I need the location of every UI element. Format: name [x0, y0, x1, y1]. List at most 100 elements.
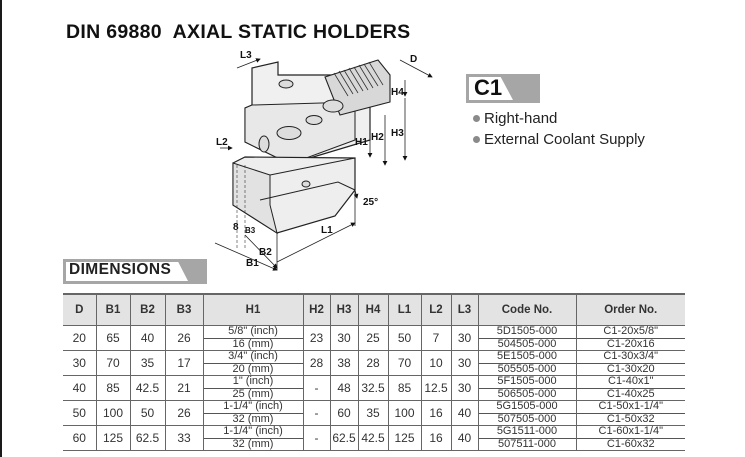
code-mm: 504505-000 — [497, 337, 557, 350]
cell-h1: 5/8" (inch)16 (mm) — [202, 325, 304, 351]
svg-text:L2: L2 — [216, 137, 228, 148]
col-header-h4: H4 — [357, 293, 389, 326]
cell-d: 60 — [63, 425, 97, 451]
cell-h1: 1-1/4" (inch)32 (mm) — [202, 425, 304, 451]
variant-tag-inner — [469, 77, 513, 100]
order-mm: C1-50x32 — [606, 412, 655, 425]
cell-l3: 30 — [450, 350, 479, 376]
cell-l1: 50 — [387, 325, 422, 351]
svg-text:25°: 25° — [363, 197, 378, 208]
code-inch: 5F1505-000 — [478, 375, 576, 389]
col-header-code: Code No. — [477, 293, 577, 326]
cell-h2: - — [302, 400, 331, 426]
feature-item: Right-hand — [473, 108, 645, 129]
cell-h3: 30 — [329, 325, 359, 351]
h1-mm: 32 (mm) — [232, 412, 274, 425]
cell-b1: 65 — [95, 325, 131, 351]
order-inch: C1-60x1-1/4" — [576, 425, 685, 439]
feature-label: Right-hand — [484, 110, 558, 127]
svg-text:H3: H3 — [391, 128, 404, 139]
svg-text:H4: H4 — [391, 87, 404, 98]
cell-order: C1-20x5/8"C1-20x16 — [575, 325, 685, 351]
cell-h1: 1" (inch)25 (mm) — [202, 375, 304, 401]
cell-b3: 21 — [164, 375, 204, 401]
svg-text:H1: H1 — [355, 137, 368, 148]
h1-inch: 1-1/4" (inch) — [203, 425, 303, 439]
cell-b2: 35 — [129, 350, 166, 376]
order-mm: C1-60x32 — [606, 437, 655, 450]
cell-l1: 125 — [387, 425, 422, 451]
cell-l3: 40 — [450, 425, 479, 451]
code-mm: 507505-000 — [497, 412, 557, 425]
dimensions-table: D B1 B2 B3 H1 H2 H3 H4 L1 L2 L3 Code No.… — [63, 293, 685, 451]
code-mm: 505505-000 — [497, 362, 557, 375]
svg-text:B1: B1 — [246, 258, 259, 269]
cell-l2: 7 — [420, 325, 452, 351]
tool-holder-drawing: L3 D H4 H1 H2 H3 L2 25° 8 B3 B2 B1 L1 — [214, 50, 433, 271]
col-header-d: D — [63, 293, 97, 326]
page-title: DIN 69880 AXIAL STATIC HOLDERS — [66, 21, 411, 43]
col-header-b1: B1 — [95, 293, 131, 326]
cell-b3: 17 — [164, 350, 204, 376]
cell-b3: 26 — [164, 325, 204, 351]
order-inch: C1-30x3/4" — [576, 350, 685, 364]
cell-h4: 35 — [357, 400, 389, 426]
svg-text:H2: H2 — [371, 132, 384, 143]
cell-l3: 40 — [450, 400, 479, 426]
cell-order: C1-60x1-1/4"C1-60x32 — [575, 425, 685, 451]
variant-code: C1 — [474, 75, 503, 100]
cell-h2: - — [302, 375, 331, 401]
h1-mm: 32 (mm) — [232, 437, 274, 450]
col-header-h2: H2 — [302, 293, 331, 326]
cell-d: 20 — [63, 325, 97, 351]
h1-mm: 25 (mm) — [232, 387, 274, 400]
cell-b2: 62.5 — [129, 425, 166, 451]
col-header-b2: B2 — [129, 293, 166, 326]
svg-text:L3: L3 — [240, 50, 252, 61]
h1-mm: 16 (mm) — [232, 337, 274, 350]
feature-list: Right-hand External Coolant Supply — [473, 108, 645, 150]
cell-b3: 33 — [164, 425, 204, 451]
order-inch: C1-20x5/8" — [576, 325, 685, 339]
table-row: 60 125 62.5 33 1-1/4" (inch)32 (mm) - 62… — [63, 425, 685, 451]
order-inch: C1-40x1" — [576, 375, 685, 389]
cell-h4: 42.5 — [357, 425, 389, 451]
col-header-h3: H3 — [329, 293, 359, 326]
table-header-row: D B1 B2 B3 H1 H2 H3 H4 L1 L2 L3 Code No.… — [63, 293, 685, 326]
code-inch: 5E1505-000 — [478, 350, 576, 364]
bullet-icon — [473, 115, 480, 122]
cell-b2: 50 — [129, 400, 166, 426]
cell-l2: 10 — [420, 350, 452, 376]
cell-order: C1-50x1-1/4"C1-50x32 — [575, 400, 685, 426]
svg-text:B3: B3 — [245, 226, 256, 235]
h1-mm: 20 (mm) — [232, 362, 274, 375]
h1-inch: 1" (inch) — [203, 375, 303, 389]
col-header-order: Order No. — [575, 293, 685, 326]
table-row: 20 65 40 26 5/8" (inch)16 (mm) 23 30 25 … — [63, 325, 685, 351]
order-mm: C1-40x25 — [606, 387, 655, 400]
svg-text:D: D — [410, 54, 417, 65]
cell-b3: 26 — [164, 400, 204, 426]
code-mm: 506505-000 — [497, 387, 557, 400]
cell-h3: 48 — [329, 375, 359, 401]
cell-l2: 16 — [420, 400, 452, 426]
cell-order: C1-30x3/4"C1-30x20 — [575, 350, 685, 376]
cell-h2: 28 — [302, 350, 331, 376]
cell-l1: 70 — [387, 350, 422, 376]
code-mm: 507511-000 — [498, 437, 556, 450]
cell-b1: 85 — [95, 375, 131, 401]
col-header-l1: L1 — [387, 293, 422, 326]
h1-inch: 5/8" (inch) — [203, 325, 303, 339]
code-inch: 5D1505-000 — [478, 325, 576, 339]
svg-text:8: 8 — [233, 222, 239, 233]
code-inch: 5G1511-000 — [478, 425, 576, 439]
col-header-l3: L3 — [450, 293, 479, 326]
cell-h3: 60 — [329, 400, 359, 426]
cell-b2: 40 — [129, 325, 166, 351]
table-row: 30 70 35 17 3/4" (inch)20 (mm) 28 38 28 … — [63, 350, 685, 376]
cell-b2: 42.5 — [129, 375, 166, 401]
